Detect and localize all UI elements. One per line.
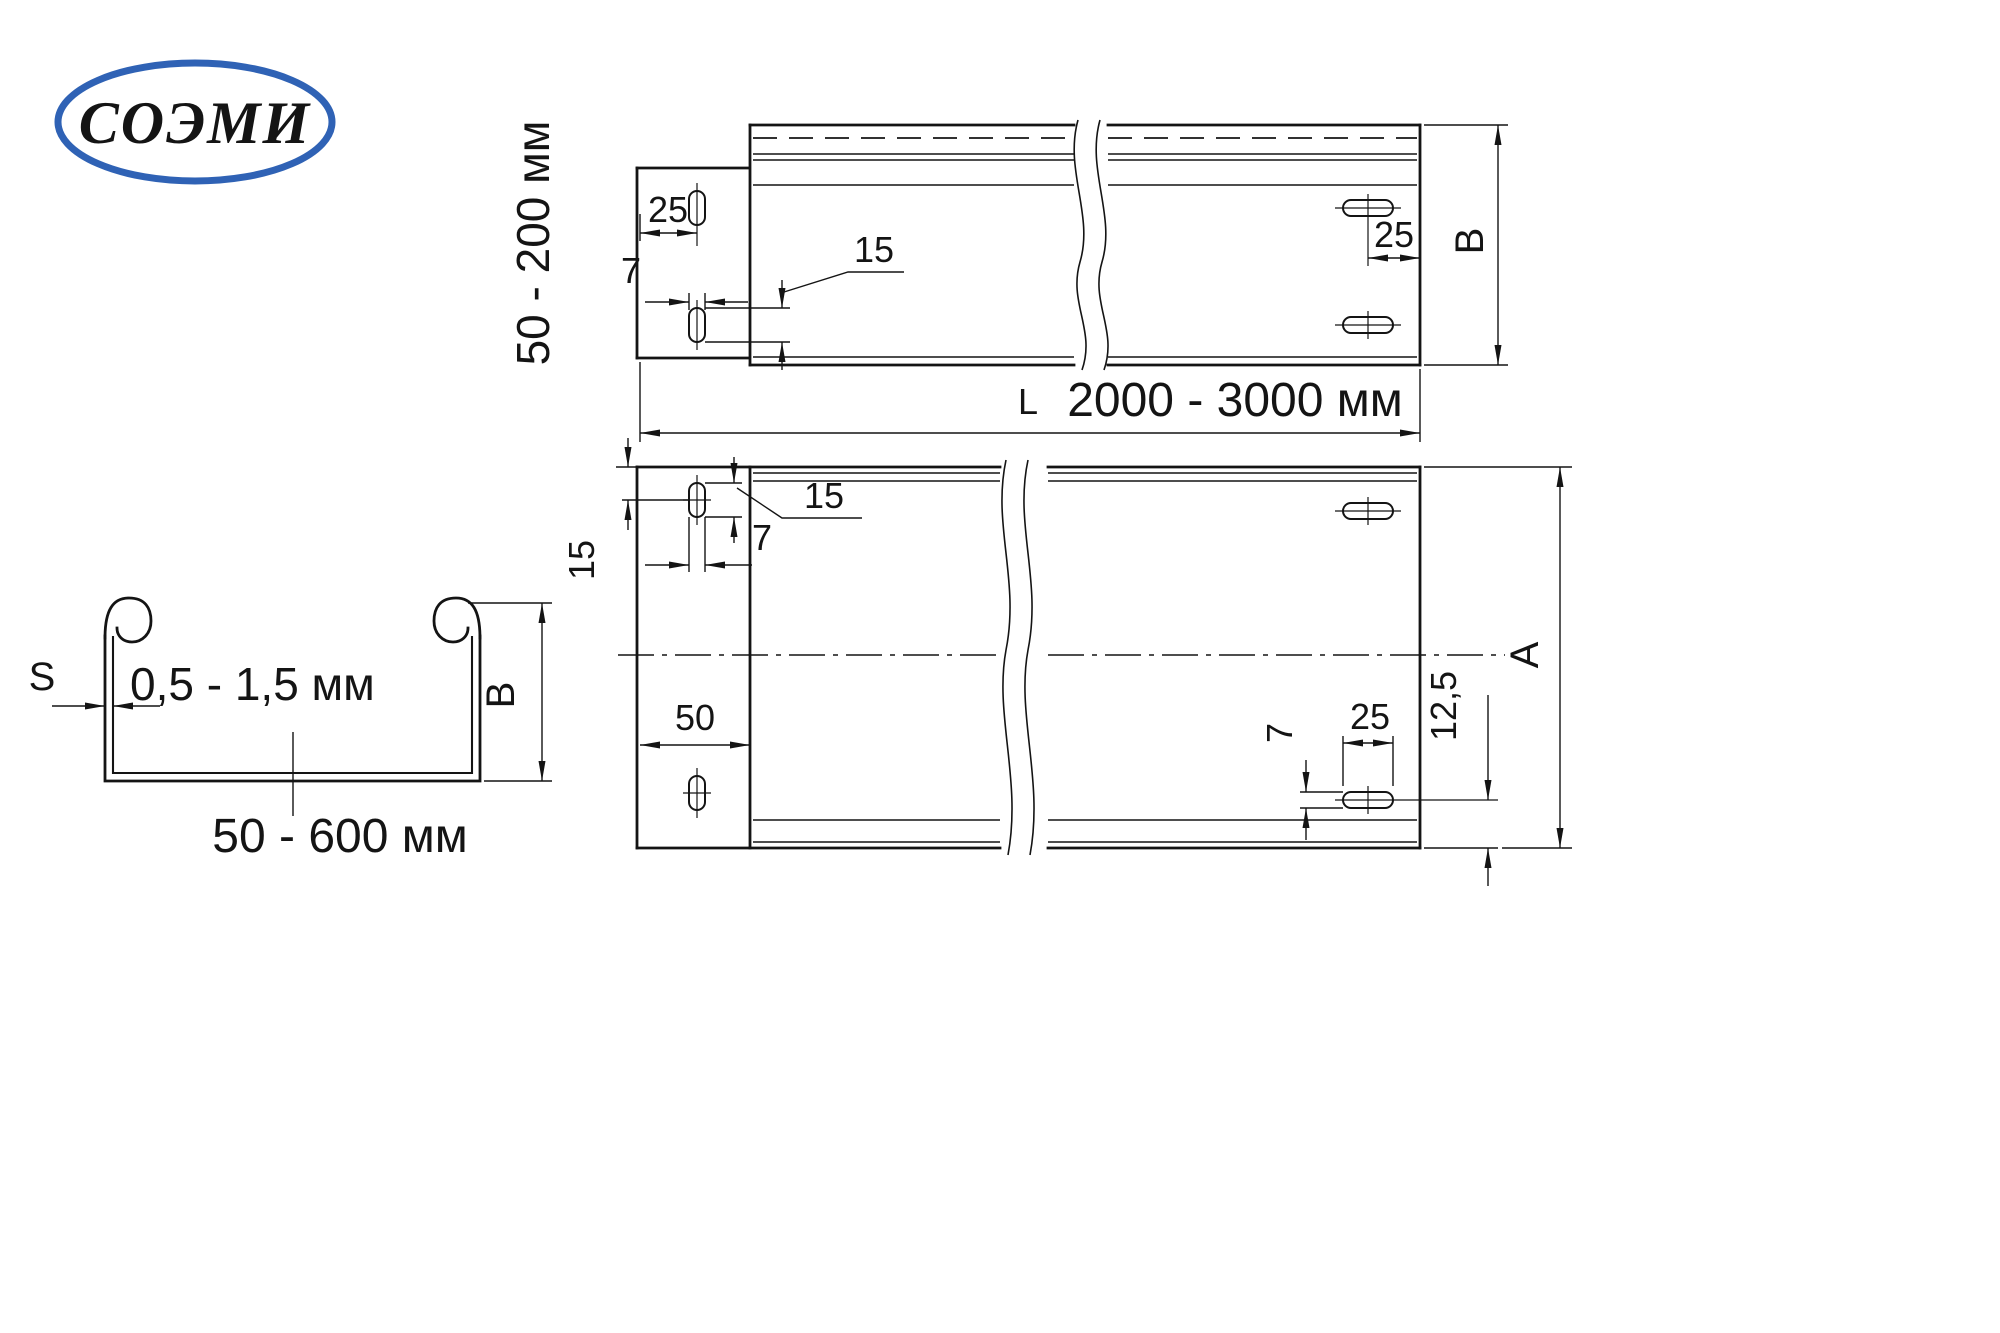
side-view: 25 7 15 25 B 50 - 200 мм: [507, 119, 1508, 371]
break-line: [1095, 119, 1109, 371]
break-line: [1001, 459, 1013, 856]
dim-slot-width-bottom-label: 7: [1259, 723, 1300, 743]
break-line: [1073, 119, 1087, 371]
break-line: [1023, 459, 1035, 856]
dim-slot-width-top-label: 7: [752, 517, 772, 558]
dim-thickness-symbol-label: S: [29, 655, 56, 699]
dim-slot-length-label: 15: [854, 229, 894, 270]
length-range-label: 2000 - 3000 мм: [1067, 374, 1403, 427]
dim-right-offset-label: 25: [1374, 214, 1414, 255]
dim-thickness-range-label: 0,5 - 1,5 мм: [130, 658, 375, 710]
dim-height-b-label: B: [1448, 228, 1492, 255]
logo-text: СОЭМИ: [79, 90, 312, 156]
dim-bottom-offset-label: 12,5: [1423, 671, 1464, 741]
dim-plate-width-label: 50: [675, 697, 715, 738]
logo-ellipse: [54, 59, 336, 185]
length-symbol-label: L: [1018, 381, 1038, 422]
dim-slot-width-label: 7: [621, 250, 641, 291]
edge-curl-right: [432, 596, 482, 644]
height-range-label: 50 - 200 мм: [507, 121, 559, 366]
dim-section-height-b-label: B: [479, 682, 523, 709]
dim-width-a-label: A: [1503, 641, 1547, 668]
plan-view: 15 15 7 50 7 25 12,5 A: [561, 438, 1572, 886]
dim-top-edge-offset-label: 15: [561, 540, 602, 580]
dim-slot-length-top-label: 15: [804, 475, 844, 516]
edge-curl-left: [103, 596, 153, 644]
dim-slot-length-bottom-label: 25: [1350, 696, 1390, 737]
length-dimension: L 2000 - 3000 мм: [639, 362, 1421, 442]
dim-width-range-label: 50 - 600 мм: [212, 810, 467, 863]
dim-left-offset-label: 25: [648, 189, 688, 230]
logo: СОЭМИ: [54, 59, 336, 185]
section-view: S 0,5 - 1,5 мм B 50 - 600 мм: [29, 596, 552, 863]
